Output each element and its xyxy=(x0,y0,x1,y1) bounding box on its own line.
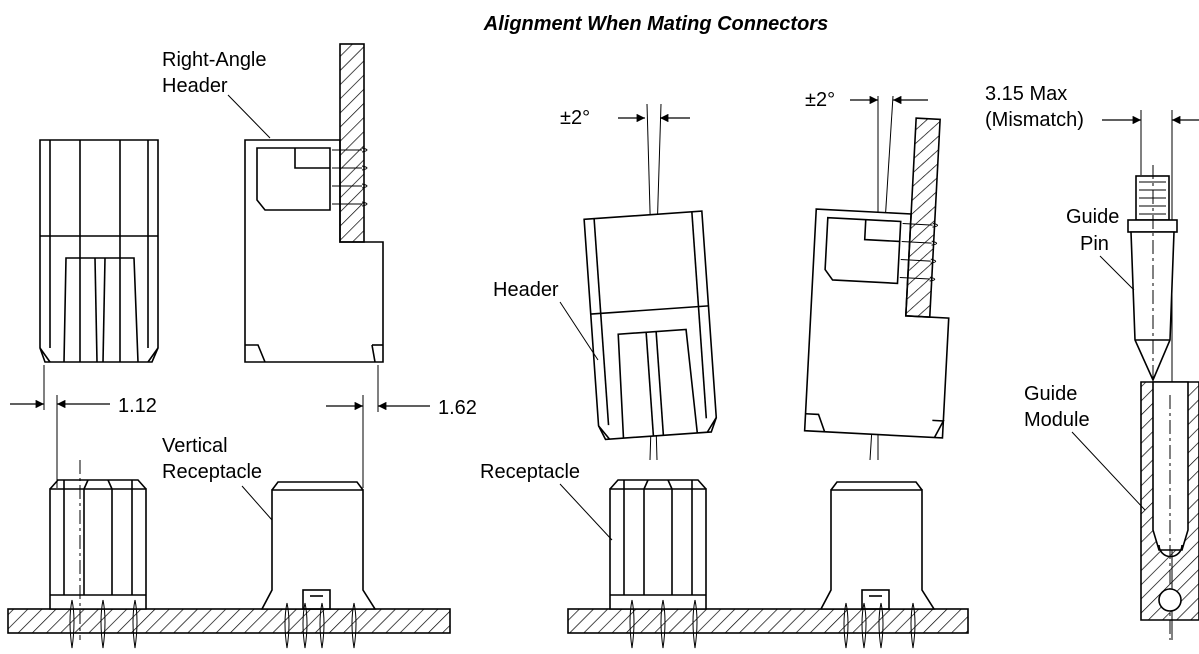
guide-pin xyxy=(1127,165,1178,395)
label-mismatch-line1: 3.15 Max xyxy=(985,83,1067,105)
leader-receptacle xyxy=(559,483,613,541)
receptacle-front xyxy=(609,479,707,649)
leader-guide-module xyxy=(1071,431,1146,511)
label-guide-module-line2: Module xyxy=(1024,409,1090,431)
tilted-header-front xyxy=(583,210,718,441)
vertical-receptacle-side xyxy=(260,481,377,649)
pcb-board-middle xyxy=(567,608,969,634)
label-mismatch-line2: (Mismatch) xyxy=(985,109,1084,131)
angle-label-2: ±2° xyxy=(805,89,835,111)
tilted-right-angle-header-side xyxy=(803,117,950,439)
leader-header xyxy=(559,301,599,361)
pcb-board-left xyxy=(7,608,451,634)
label-receptacle: Receptacle xyxy=(480,461,580,483)
label-guide-module-line1: Guide xyxy=(1024,383,1077,405)
right-angle-header-side xyxy=(244,43,384,363)
label-vertical-receptacle-line2: Receptacle xyxy=(162,461,262,483)
label-guide-pin-line2: Pin xyxy=(1080,233,1109,255)
vertical-header-front xyxy=(39,139,159,363)
guide-module xyxy=(1140,381,1199,640)
label-guide-pin-line1: Guide xyxy=(1066,206,1119,228)
angle-label-1: ±2° xyxy=(560,107,590,129)
dim-value-112: 1.12 xyxy=(118,395,157,417)
leader-vertical-receptacle xyxy=(241,485,273,521)
label-vertical-receptacle-line1: Vertical xyxy=(162,435,228,457)
label-right-angle-header-line1: Right-Angle xyxy=(162,49,267,71)
dim-value-162: 1.62 xyxy=(438,397,477,419)
label-header: Header xyxy=(493,279,559,301)
receptacle-side xyxy=(819,481,936,649)
label-right-angle-header-line2: Header xyxy=(162,75,228,97)
diagram-title: Alignment When Mating Connectors xyxy=(483,13,828,35)
leader-right-angle-header xyxy=(227,94,271,139)
leader-guide-pin xyxy=(1099,255,1135,291)
vertical-receptacle-front xyxy=(49,460,147,649)
